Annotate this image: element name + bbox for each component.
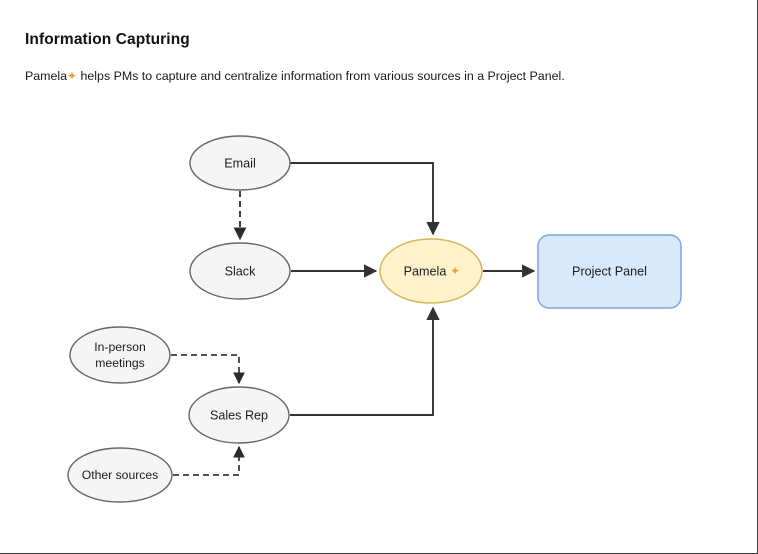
node-project-panel-label: Project Panel [572,264,647,278]
node-other-sources-label: Other sources [82,468,159,482]
sparkle-icon: ✦ [67,69,78,83]
edge-other-to-salesrep [173,445,245,476]
node-other-sources[interactable]: Other sources [67,447,173,503]
edge-layer [171,162,536,476]
node-email-label: Email [224,156,256,170]
node-pamela[interactable]: Pamela ✦ [379,238,483,304]
edge-inperson-to-salesrep [171,354,245,385]
node-layer: Email Slack In-person meetings Other sou… [67,135,682,503]
subtitle-text-before: Pamela [25,69,68,83]
node-slack-label: Slack [225,264,256,278]
node-sales-rep[interactable]: Sales Rep [188,386,290,444]
subtitle-text-after: helps PMs to capture and centralize info… [77,69,565,83]
node-project-panel[interactable]: Project Panel [537,234,682,309]
node-pamela-label: Pamela [404,264,447,278]
node-sales-rep-shape[interactable] [188,386,290,444]
node-inperson-meetings[interactable]: In-person meetings [69,326,171,384]
node-inperson-meetings-label-line2: meetings [95,356,144,370]
node-sales-rep-label: Sales Rep [210,408,268,422]
pamela-sparkle-icon: ✦ [450,264,460,278]
node-slack[interactable]: Slack [189,242,291,300]
edge-email-to-pamela [290,162,440,236]
node-inperson-meetings-label-line1: In-person [94,340,146,354]
page-subtitle: Pamela✦ helps PMs to capture and central… [25,69,565,83]
node-pamela-shape[interactable] [379,238,483,304]
node-email[interactable]: Email [189,135,291,191]
page-title: Information Capturing [25,31,190,48]
node-email-shape[interactable] [189,135,291,191]
edge-salesrep-to-pamela [290,306,440,416]
node-slack-shape[interactable] [189,242,291,300]
node-other-sources-shape[interactable] [67,447,173,503]
node-project-panel-shape[interactable] [537,234,682,309]
node-inperson-meetings-shape[interactable] [69,326,171,384]
